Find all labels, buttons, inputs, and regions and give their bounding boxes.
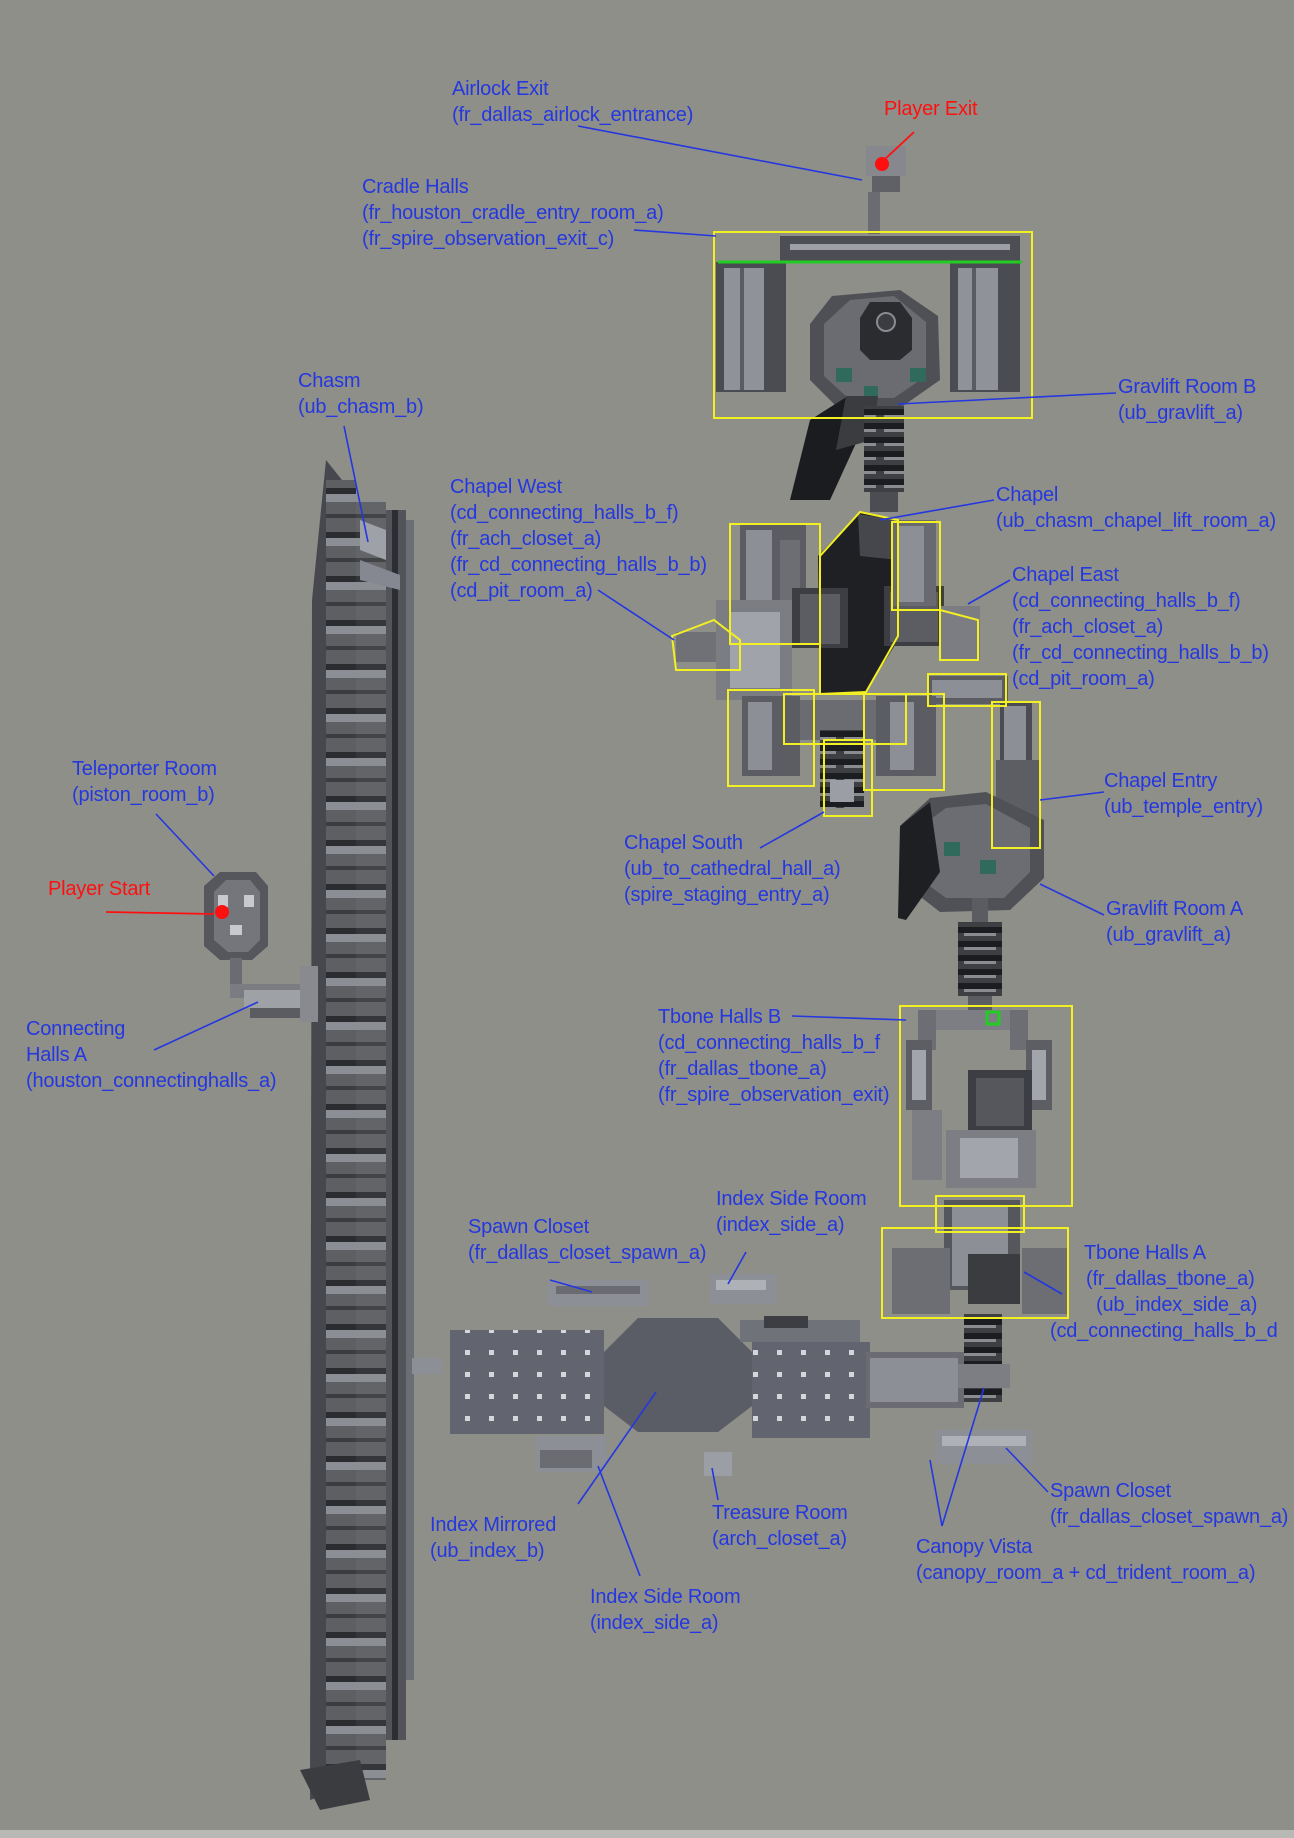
gravlift-room-a	[898, 792, 1044, 1010]
label-chapel-east: Chapel East(cd_connecting_halls_b_f)(fr_…	[1012, 564, 1269, 690]
index-side-room-top	[710, 1274, 776, 1304]
label-chapel-west: Chapel West(cd_connecting_halls_b_f)(fr_…	[450, 476, 707, 602]
label-index-side-room-bottom: Index Side Room(index_side_a)	[590, 1586, 741, 1634]
index-mirrored	[412, 1316, 1010, 1438]
chasm-structure	[300, 460, 414, 1810]
red-leader-lines	[105, 131, 915, 915]
player-exit-marker	[875, 157, 889, 171]
gravlift-room-b	[790, 396, 904, 512]
cradle-halls	[716, 146, 1020, 408]
treasure-room	[704, 1452, 732, 1476]
label-chasm: Chasm(ub_chasm_b)	[298, 370, 424, 418]
bottom-edge-bar	[0, 1830, 1294, 1838]
tbone-path-marker	[985, 1010, 1001, 1026]
room-outlines	[670, 231, 1073, 1319]
label-tbone-halls-a: Tbone Halls A(fr_dallas_tbone_a)(ub_inde…	[1050, 1242, 1278, 1342]
label-tbone-halls-b: Tbone Halls B(cd_connecting_halls_b_f(fr…	[658, 1006, 890, 1106]
leader-lines	[153, 125, 1117, 1577]
label-canopy-vista: Canopy Vista(canopy_room_a + cd_trident_…	[916, 1536, 1256, 1584]
label-spawn-closet-bottom: Spawn Closet(fr_dallas_closet_spawn_a)	[1050, 1480, 1289, 1528]
teleporter-room	[204, 872, 268, 960]
player-start-marker	[215, 905, 229, 919]
label-gravlift-room-a: Gravlift Room A(ub_gravlift_a)	[1106, 898, 1244, 946]
label-cradle-halls: Cradle Halls(fr_houston_cradle_entry_roo…	[362, 176, 664, 250]
label-player-start: Player Start	[48, 878, 151, 900]
tbone-halls-b	[906, 1010, 1052, 1188]
label-gravlift-room-b: Gravlift Room B(ub_gravlift_a)	[1118, 376, 1257, 424]
label-player-exit: Player Exit	[884, 98, 978, 120]
label-index-side-room-top: Index Side Room(index_side_a)	[716, 1188, 867, 1236]
connecting-halls-a	[230, 958, 318, 1022]
label-chapel-south: Chapel South(ub_to_cathedral_hall_a)(spi…	[624, 832, 841, 906]
label-airlock-exit: Airlock Exit(fr_dallas_airlock_entrance)	[452, 78, 694, 126]
label-index-mirrored: Index Mirrored(ub_index_b)	[430, 1514, 557, 1562]
label-chapel-entry: Chapel Entry(ub_temple_entry)	[1104, 770, 1263, 818]
label-treasure-room: Treasure Room(arch_closet_a)	[712, 1502, 848, 1550]
label-chapel: Chapel(ub_chasm_chapel_lift_room_a)	[996, 484, 1276, 532]
label-teleporter-room: Teleporter Room(piston_room_b)	[72, 758, 217, 806]
label-spawn-closet-top: Spawn Closet(fr_dallas_closet_spawn_a)	[468, 1216, 707, 1264]
index-side-room-bottom	[536, 1436, 606, 1472]
